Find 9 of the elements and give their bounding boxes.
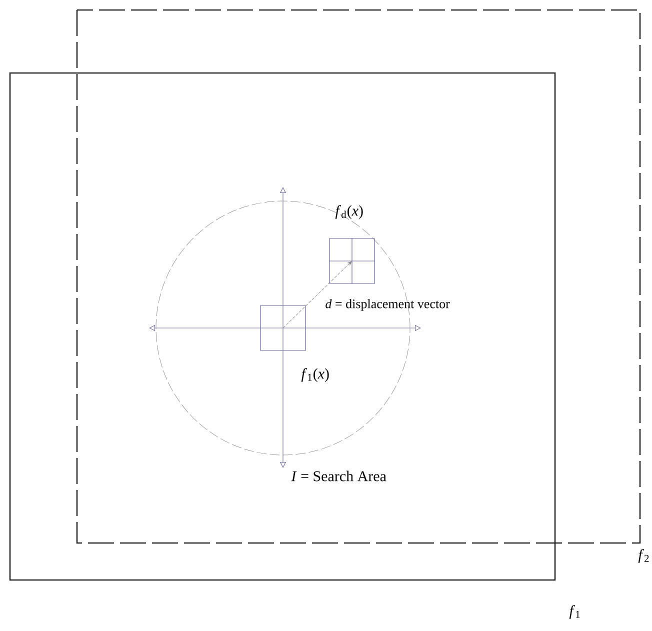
label: f$_{d}$(x)	[335, 205, 363, 219]
label: f$_{1}$(x)	[301, 368, 329, 382]
block-square	[260, 305, 306, 351]
label: I = Search Area	[291, 470, 386, 482]
arrow	[282, 261, 352, 328]
block-square	[328, 238, 376, 284]
label: f$_{2}$	[638, 549, 649, 563]
edge-label: d = displacement vector	[326, 299, 450, 311]
label: f$_{1}$	[569, 605, 580, 619]
